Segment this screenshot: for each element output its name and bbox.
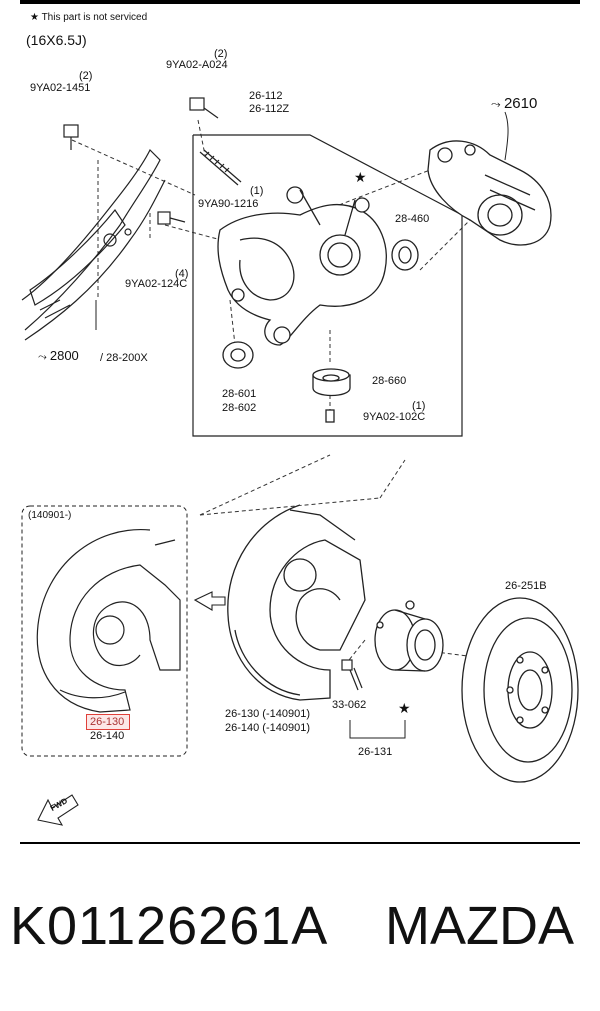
part-label-28-200x: / 28-200X [100, 352, 148, 364]
highlight-box [86, 714, 130, 730]
part-label-28-602: 28-602 [222, 402, 257, 414]
brand-name: MAZDA [385, 896, 574, 956]
qty-label: (1) [250, 185, 264, 197]
date-label: (140901-) [28, 510, 72, 521]
part-label-26-140: 26-140 [90, 730, 125, 742]
part-label-2800: ⤳ 2800 [38, 348, 79, 363]
qty-label: (2) [214, 48, 228, 60]
trailing-arm [21, 148, 166, 341]
reference-icon: ⤳ [491, 97, 504, 111]
part-label-9ya90-1216: 9YA90-1216 [198, 198, 259, 210]
qty-label: (2) [79, 70, 93, 82]
hub-kit-bracket [349, 720, 406, 739]
part-label-26-251b: 26-251B [505, 580, 547, 592]
part-label-28-460: 28-460 [395, 213, 430, 225]
ref-arrows [95, 111, 509, 330]
knuckle-group-box [192, 134, 463, 437]
part-label-9ya02-a024: 9YA02-A024 [166, 59, 228, 71]
arrow-icon [193, 591, 226, 611]
part-label-26-112: 26-112 [249, 90, 283, 102]
top-rule [20, 0, 580, 4]
fwd-arrow-icon [37, 794, 79, 826]
hub-bearing [374, 600, 444, 672]
part-label-26-140-old: 26-140 (-140901) [225, 722, 311, 734]
part-label-9ya02-102c: 9YA02-102C [363, 411, 426, 423]
part-label-2610: ⤳ 2610 [491, 95, 538, 112]
bottom-rule [20, 842, 580, 844]
stud-icon [199, 149, 242, 186]
part-label-26-112z: 26-112Z [249, 103, 290, 115]
star-marker-icon: ★ [398, 701, 411, 717]
dust-plate-new [36, 529, 181, 713]
bolt-9ya02-124c-icon [157, 211, 171, 225]
part-label-9ya02-1451: 9YA02-1451 [30, 82, 91, 94]
star-marker-icon: ★ [354, 170, 367, 186]
bolt-9ya02-102c-icon [325, 409, 335, 423]
part-label-28-601: 28-601 [222, 388, 257, 400]
bolt-9ya02-1451-icon [63, 124, 79, 138]
qty-label: (1) [412, 400, 426, 412]
reference-icon: ⤳ [38, 351, 50, 363]
dust-plate-new-box [21, 505, 188, 757]
part-label-2800-text: 2800 [49, 348, 79, 363]
bolt-9ya02-a024-icon [189, 97, 205, 111]
part-label-9ya02-124c: 9YA02-124C [125, 278, 188, 290]
brake-disc [461, 597, 579, 783]
bolts-upper [63, 97, 219, 225]
part-label-26-131: 26-131 [358, 746, 393, 758]
part-number: K01126261A [10, 896, 329, 956]
part-label-2610-text: 2610 [503, 95, 538, 112]
brake-caliper [427, 140, 552, 246]
part-label-26-130-old: 26-130 (-140901) [225, 708, 311, 720]
part-label-26-130-highlighted: 26-130 [90, 716, 125, 728]
wheel-size-note: (16X6.5J) [26, 32, 87, 48]
qty-label: (4) [175, 268, 189, 280]
steering-knuckle [217, 186, 387, 346]
unserviced-note-text: This part is not serviced [41, 12, 148, 23]
part-label-28-660: 28-660 [372, 375, 407, 387]
hub-bolt-icon [341, 659, 363, 691]
bushings [222, 239, 419, 423]
unserviced-note: ★ This part is not serviced [30, 12, 147, 23]
star-icon: ★ [30, 12, 39, 23]
part-label-33-062: 33-062 [332, 699, 367, 711]
dust-plate-old [227, 504, 366, 701]
